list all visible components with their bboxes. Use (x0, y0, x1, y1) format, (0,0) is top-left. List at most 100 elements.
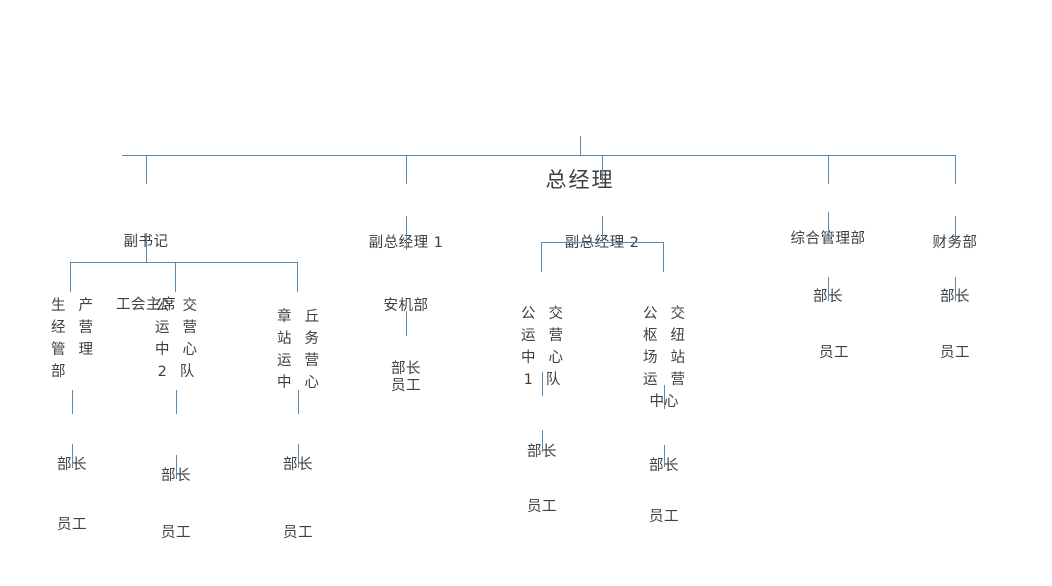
connector-drop-deputy-gm-1 (406, 155, 408, 184)
cjk-char: 营 (78, 320, 94, 337)
node-bus-ops-team1-staff: 员工 (527, 455, 557, 560)
node-bus-hub-station-ops-row: 运营 (643, 369, 685, 391)
role-label: 部长 (161, 466, 191, 487)
cjk-char: 营 (304, 353, 320, 370)
cjk-char: 交 (548, 306, 564, 322)
node-bus-hub-station-ops-row: 中心 (643, 391, 685, 413)
role-label: 员工 (57, 517, 87, 534)
role-label: 员工 (161, 525, 191, 542)
node-production-ops-row: 管理 (51, 339, 93, 361)
connector-general-admin-to-staff (828, 277, 830, 301)
node-safety-machinery-director: 部长 (391, 361, 421, 378)
cjk-char: 经 (51, 320, 66, 337)
cjk-char: 公 (155, 298, 170, 314)
cjk-char: 公 (521, 306, 536, 322)
node-production-ops-staff: 员工 (57, 473, 87, 578)
role-label: 员工 (283, 525, 313, 542)
connector-level1-bus (122, 155, 956, 157)
cjk-char: 场 (643, 350, 658, 367)
cjk-char: 心 (664, 394, 679, 411)
connector-production-ops-to-director (72, 390, 74, 414)
role-label: 部长 (940, 287, 970, 308)
connector-finance-to-staff (955, 277, 957, 301)
cjk-char: 务 (304, 331, 320, 348)
node-bus-hub-station-ops-staff: 员工 (649, 465, 679, 570)
cjk-char: 章 (277, 309, 292, 325)
connector-drop-production-ops (70, 262, 72, 292)
node-general-admin-director: 部长 (813, 245, 843, 350)
node-zhangqiu-station-ops-staff: 员工 (283, 481, 313, 586)
node-finance: 财务部 (933, 191, 978, 296)
node-safety-machinery-staff: 员工 (391, 334, 421, 439)
connector-deputy-gm-2-bus (541, 242, 663, 244)
connector-drop-deputy-secretary (146, 155, 148, 184)
connector-drop-zhangqiu-station-ops (297, 262, 299, 292)
node-general-admin-label: 综合管理部 (791, 229, 866, 250)
node-bus-hub-station-ops-row: 公交 (643, 303, 685, 325)
cjk-char: 心 (304, 375, 320, 392)
cjk-char: 中 (521, 350, 536, 367)
node-bus-ops-team1-row: 公交 (521, 303, 563, 325)
role-label: 部长 (57, 455, 87, 476)
connector-root-stem (580, 136, 582, 155)
connector-bus-ops-team1-to-staff (542, 430, 544, 452)
node-bus-ops-team1-row: 中心 (521, 347, 563, 369)
cjk-char: 公 (643, 306, 658, 322)
cjk-char: 2 (157, 364, 167, 381)
connector-drop-deputy-gm-2 (602, 155, 604, 184)
node-bus-ops-team2-row: 运营 (155, 317, 197, 339)
cjk-char: 运 (277, 353, 292, 370)
node-bus-hub-station-ops-row: 枢纽 (643, 325, 685, 347)
cjk-char: 队 (179, 364, 195, 381)
node-finance-staff: 员工 (940, 301, 970, 406)
connector-drop-bus-ops-team2 (175, 262, 177, 292)
node-bus-ops-team2-row: 公交 (155, 295, 197, 317)
cjk-char: 营 (548, 328, 564, 345)
cjk-char: 营 (670, 372, 686, 389)
node-bus-hub-station-ops: 公交 枢纽 场站 运营 中心 (643, 303, 685, 413)
connector-general-admin-to-director (828, 212, 830, 240)
connector-bus-ops-team2-to-director (176, 390, 178, 414)
node-deputy-secretary: 副书记 工会主席 (116, 190, 176, 358)
node-zhangqiu-station-ops: 章丘 站务 运营 中心 (277, 306, 319, 394)
cjk-char: 运 (155, 320, 170, 337)
node-zhangqiu-station-ops-row: 站务 (277, 328, 319, 350)
connector-deputy-secretary-bus (70, 262, 298, 264)
node-zhangqiu-station-ops-row: 中心 (277, 372, 319, 394)
cjk-char: 营 (182, 320, 198, 337)
role-label: 员工 (649, 509, 679, 526)
node-zhangqiu-station-ops-row: 章丘 (277, 306, 319, 328)
connector-drop-bus-hub-station-ops (663, 242, 665, 272)
cjk-char: 中 (649, 394, 665, 411)
role-label: 员工 (391, 378, 421, 395)
node-finance-label: 财务部 (933, 233, 978, 254)
node-bus-ops-team1-director: 部长 (527, 400, 557, 505)
node-deputy-secretary-line2: 工会主席 (116, 297, 176, 314)
cjk-char: 管 (51, 342, 66, 359)
node-zhangqiu-station-ops-row: 运营 (277, 350, 319, 372)
node-bus-hub-station-ops-director: 部长 (649, 414, 679, 519)
cjk-char: 队 (545, 372, 561, 389)
cjk-char: 运 (521, 328, 536, 345)
role-label: 部长 (283, 455, 313, 476)
node-safety-machinery: 安机部 部长 (384, 254, 429, 422)
node-zhangqiu-station-ops-director: 部长 (283, 413, 313, 518)
node-deputy-secretary-line1: 副书记 (116, 232, 176, 253)
node-general-manager-label: 总经理 (545, 167, 615, 192)
role-label: 部长 (649, 456, 679, 477)
cjk-char: 理 (78, 342, 94, 359)
connector-bus-ops-team2-to-staff (176, 455, 178, 479)
role-label: 员工 (819, 345, 849, 362)
node-production-ops-row: 部 (51, 361, 93, 383)
connector-drop-bus-ops-team1 (541, 242, 543, 272)
cjk-char: 交 (182, 298, 198, 314)
node-deputy-gm-2: 副总经理 2 (565, 191, 640, 296)
cjk-char: 中 (277, 375, 292, 392)
node-finance-director: 部长 (940, 245, 970, 350)
node-bus-hub-station-ops-row: 场站 (643, 347, 685, 369)
connector-drop-general-admin (828, 155, 830, 184)
node-production-ops-row: 经营 (51, 317, 93, 339)
